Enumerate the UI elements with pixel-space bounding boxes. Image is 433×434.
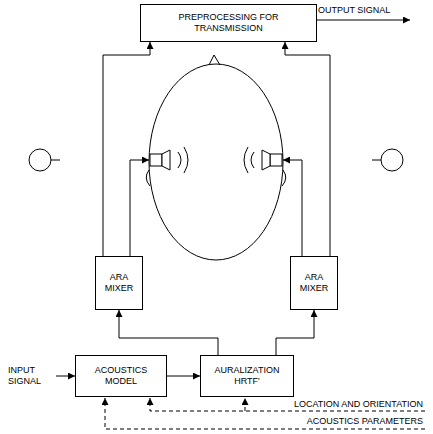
signal-label: OUTPUT SIGNAL — [318, 5, 390, 16]
head-outline — [149, 64, 283, 260]
process-box: AURALIZATION HRTF' — [200, 355, 294, 397]
box-label: ARA MIXER — [99, 272, 139, 294]
process-box: PREPROCESSING FOR TRANSMISSION — [140, 4, 317, 42]
mixer-box: ARA MIXER — [95, 256, 143, 310]
signal-arrow — [167, 376, 200, 377]
microphone-stub — [372, 160, 381, 161]
ear — [282, 170, 286, 186]
control-line — [245, 398, 246, 411]
signal-arrow — [285, 42, 330, 256]
process-box: ACOUSTICS MODEL — [75, 355, 167, 397]
signal-arrow — [276, 310, 314, 355]
earpiece-feed — [283, 160, 302, 256]
sound-wave — [244, 147, 248, 173]
speaker-cone — [162, 150, 170, 170]
nose — [209, 55, 220, 65]
earpiece — [270, 154, 282, 166]
signal-arrow — [103, 42, 150, 256]
parameter-label: ACOUSTICS PARAMETERS — [307, 416, 423, 427]
signal-arrow — [119, 310, 218, 355]
output-arrow — [315, 20, 410, 21]
box-label: ACOUSTICS MODEL — [79, 365, 163, 387]
signal-label: INPUT SIGNAL — [8, 365, 50, 387]
sound-wave — [184, 147, 188, 173]
sound-wave — [178, 152, 181, 168]
control-line — [105, 398, 425, 429]
box-label: ARA MIXER — [294, 272, 334, 294]
control-line — [150, 398, 425, 411]
microphone — [29, 149, 51, 171]
earpiece — [150, 154, 162, 166]
microphone-stub — [51, 160, 60, 161]
box-label: PREPROCESSING FOR TRANSMISSION — [144, 12, 313, 34]
earpiece-feed — [130, 160, 149, 256]
sound-wave — [251, 152, 254, 168]
ear — [146, 170, 150, 186]
box-label: AURALIZATION HRTF' — [204, 365, 290, 387]
input-arrow — [56, 376, 75, 377]
parameter-label: LOCATION AND ORIENTATION — [294, 399, 423, 410]
speaker-cone — [262, 150, 270, 170]
microphone — [381, 149, 403, 171]
mixer-box: ARA MIXER — [290, 256, 338, 310]
